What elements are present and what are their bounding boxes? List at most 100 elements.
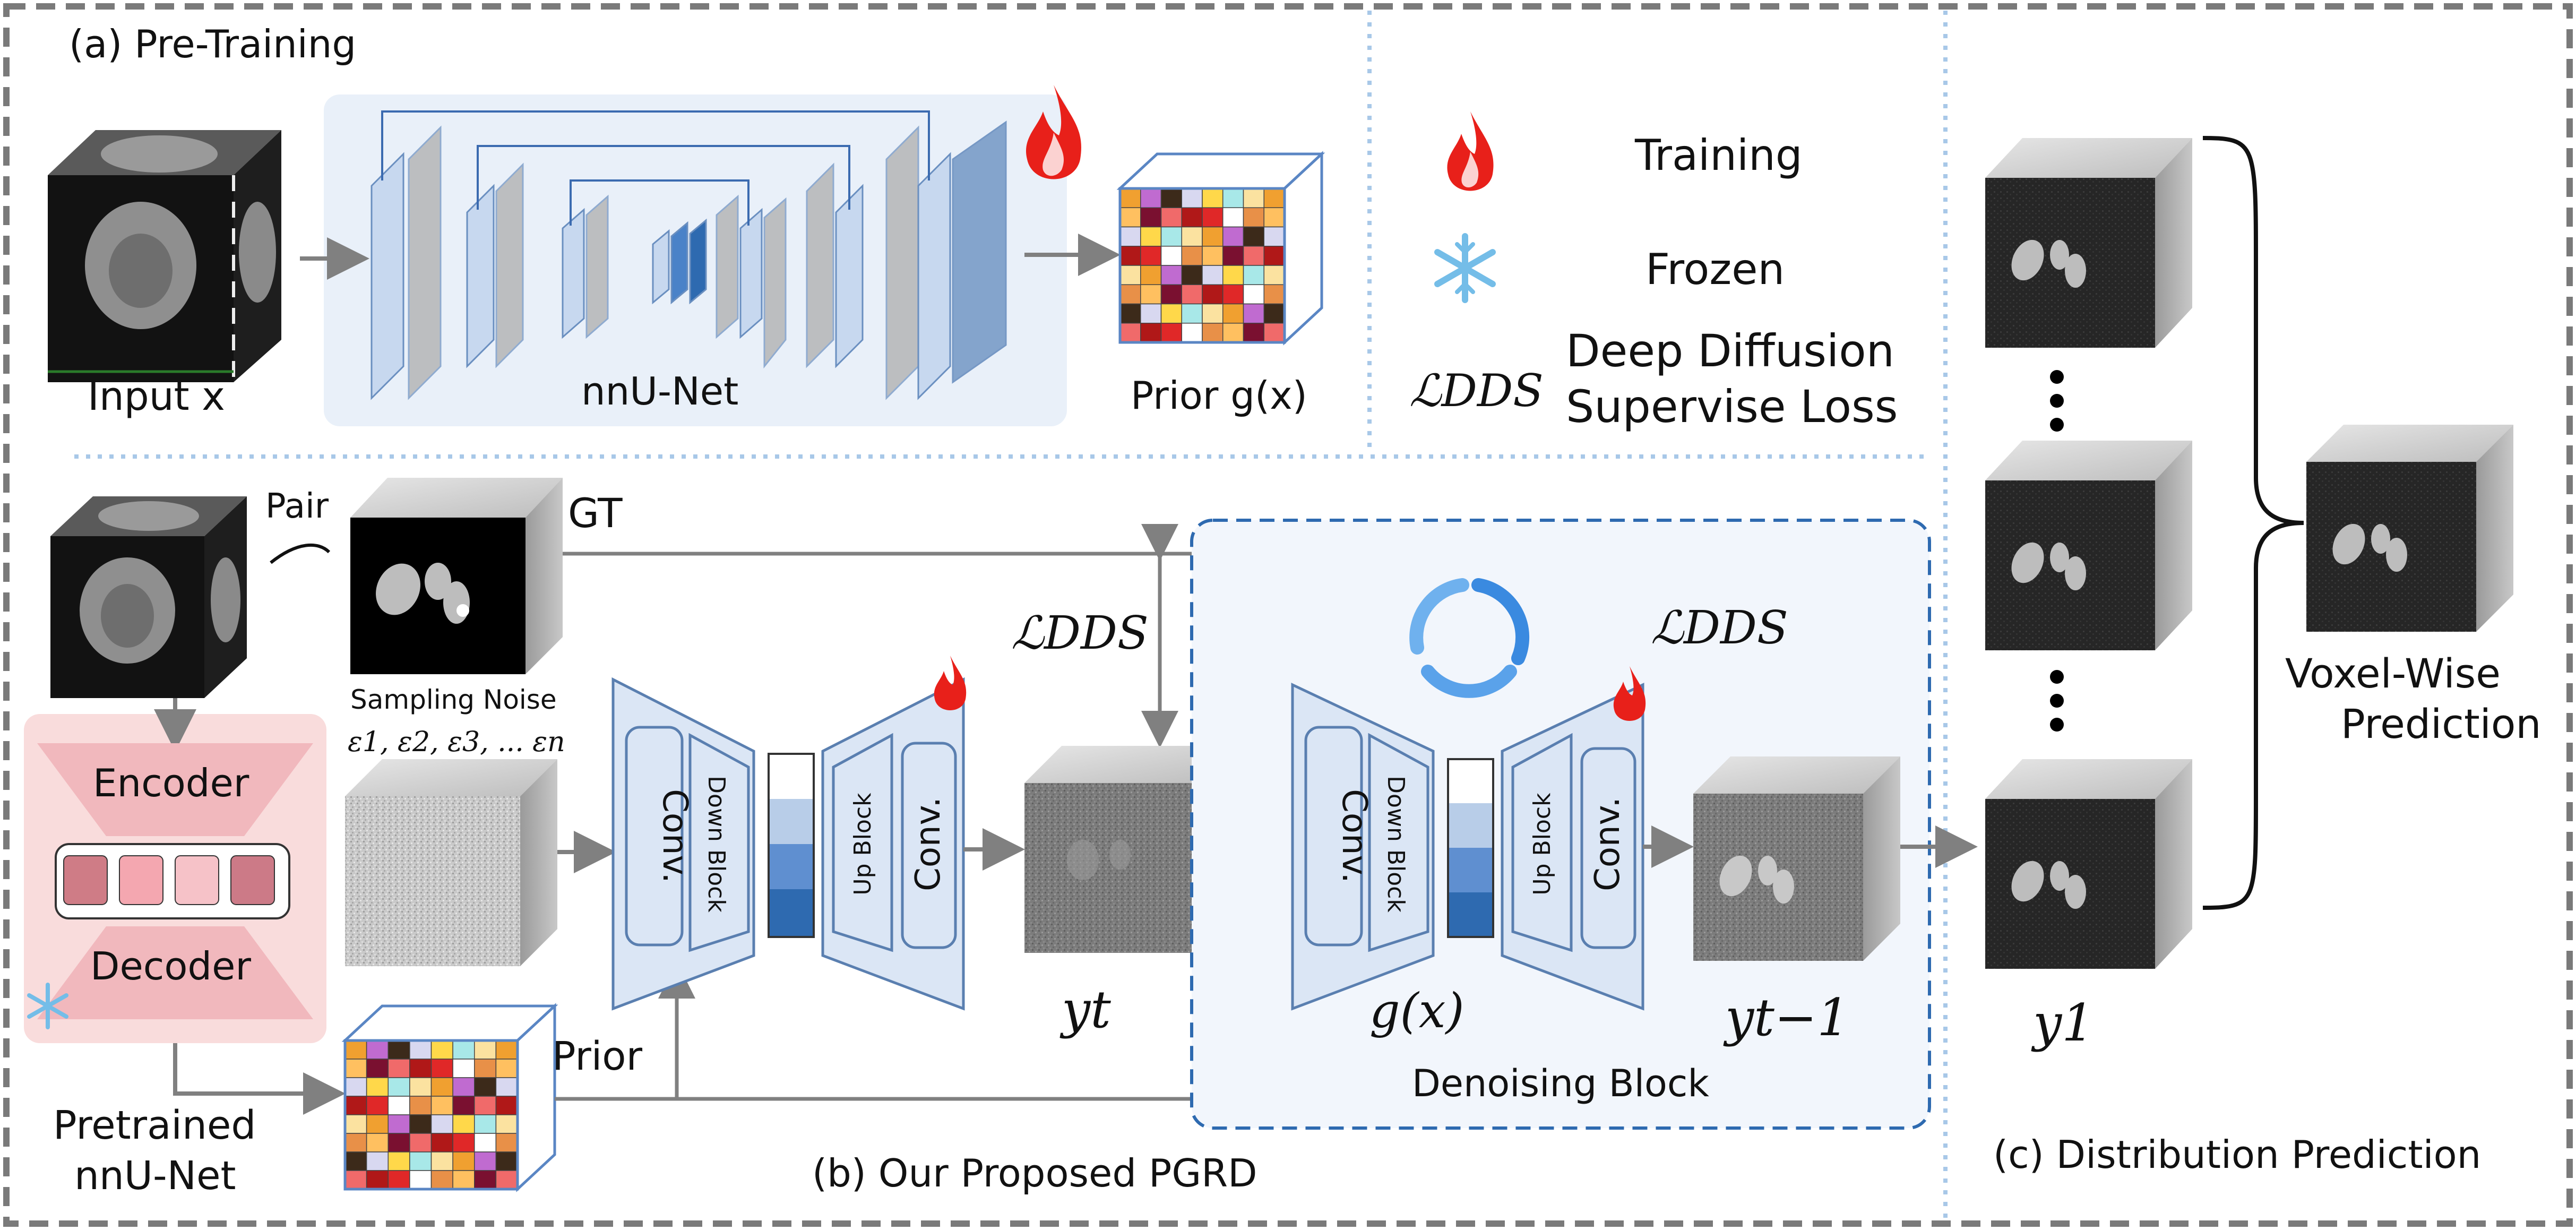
ellipsis-dot [2050, 418, 2064, 432]
prior-grid-cell [1181, 323, 1203, 343]
prior-grid-cell [1160, 323, 1182, 343]
prior-grid-cell [366, 1133, 389, 1152]
pretrained-line1: Pretrained [53, 1103, 256, 1148]
prior-grid-cell [1202, 323, 1224, 343]
pair-connector [270, 543, 331, 564]
y1-label: y1 [2031, 993, 2094, 1053]
prior-grid-cell [474, 1151, 497, 1171]
decoder-label: Decoder [90, 944, 251, 988]
prior-grid-cell [366, 1096, 389, 1115]
prior-grid-cell [1140, 303, 1162, 324]
legend-loss-line2: Supervise Loss [1566, 381, 1898, 433]
prior-grid-cell [474, 1059, 497, 1078]
snowflake-icon [1434, 233, 1496, 303]
sample-cube-middle [1985, 441, 2192, 650]
prior-grid-cell [344, 1133, 367, 1152]
flame-icon [934, 656, 967, 710]
prior-grid-cell [387, 1059, 410, 1078]
latent-cell [175, 855, 219, 905]
prior-grid-cell [495, 1114, 518, 1134]
loss-right-label: ℒDDS [1651, 601, 1788, 655]
prior-grid-cell [495, 1151, 518, 1171]
prior-grid-cell [1243, 323, 1264, 343]
nnunet-architecture [371, 121, 1007, 400]
prior-grid-cell [344, 1040, 367, 1060]
prior-grid-cell [1202, 226, 1224, 247]
flame-icon [1447, 111, 1494, 191]
prior-grid-cell [430, 1077, 453, 1097]
prior-grid-cell [366, 1077, 389, 1097]
prior-grid-cell [1222, 303, 1244, 324]
prior-grid-cell [1202, 284, 1224, 305]
prior-grid-cell [1222, 323, 1244, 343]
prior-grid-cell [1222, 246, 1244, 266]
prior-grid-cell [452, 1151, 475, 1171]
up-block-label: Up Block [1529, 793, 1556, 896]
prior-grid-cell [1263, 323, 1285, 343]
prior-grid-cell [452, 1059, 475, 1078]
prior-grid-cell [1119, 226, 1141, 247]
prior-grid-cell [1119, 246, 1141, 266]
pair-label: Pair [265, 487, 329, 526]
sample-cube-top [1985, 138, 2192, 348]
prior-grid-cell [409, 1040, 432, 1060]
prior-grid-cell [1160, 226, 1182, 247]
input-label: Input x [88, 374, 225, 419]
prior-grid-cell [474, 1077, 497, 1097]
prior-grid-cell [1181, 207, 1203, 228]
legend-loss-symbol: ℒDDS [1409, 365, 1544, 417]
prior-grid-cell [1119, 323, 1141, 343]
prior-grid-cell [1263, 188, 1285, 208]
prior-grid-cell [344, 1151, 367, 1171]
prior-grid-cell [366, 1114, 389, 1134]
prior-grid-cell [387, 1077, 410, 1097]
prior-grid-cell [1263, 207, 1285, 228]
prior-grid-cell [1222, 265, 1244, 285]
prior-grid-cell [452, 1077, 475, 1097]
ellipsis-dot [2050, 394, 2064, 408]
prior-grid-cell [1243, 303, 1264, 324]
prior-grid-cell [366, 1170, 389, 1190]
prior-grid-cell [1243, 265, 1264, 285]
conv-label: Conv. [1588, 797, 1627, 891]
prior-grid-cell [1160, 207, 1182, 228]
prior-grid-cell [1202, 303, 1224, 324]
prior-grid-cell [1160, 188, 1182, 208]
prior-grid-cell [1222, 284, 1244, 305]
ellipsis-dot [2050, 670, 2064, 684]
prior-grid-cell [452, 1040, 475, 1060]
prior-grid-cell [452, 1114, 475, 1134]
prior-grid-cell [474, 1096, 497, 1115]
prior-grid-cell [430, 1170, 453, 1190]
prior-grid-cell [1243, 226, 1264, 247]
loss-left-label: ℒDDS [1011, 607, 1149, 660]
prior-grid-cell [344, 1114, 367, 1134]
prior-grid-cell [409, 1114, 432, 1134]
prior-grid-cell [1181, 284, 1203, 305]
prior-grid-cell [1263, 284, 1285, 305]
yt-label: yt [1059, 980, 1111, 1039]
prior-grid-cell [387, 1040, 410, 1060]
prior-grid-cell [1263, 246, 1285, 266]
pretraining-title: (a) Pre-Training [69, 22, 356, 66]
prior-grid-cell [474, 1170, 497, 1190]
conv-label: Conv. [909, 797, 948, 891]
voxel-prediction-cube [2306, 425, 2513, 632]
prior-grid-cell [1119, 188, 1141, 208]
encoder-label: Encoder [93, 761, 249, 805]
prior-grid-cell [344, 1059, 367, 1078]
legend-training: Training [1634, 131, 1803, 180]
prior-grid-cell [1181, 265, 1203, 285]
prior-grid-cell [430, 1040, 453, 1060]
prior-grid-cell [430, 1059, 453, 1078]
prior-grid-cell [1140, 207, 1162, 228]
prior-grid-cell [474, 1114, 497, 1134]
prior-grid-cell [495, 1077, 518, 1097]
prior-grid-cell [495, 1170, 518, 1190]
prior-grid-cell [452, 1170, 475, 1190]
prior-grid-cell [344, 1096, 367, 1115]
prior-grid-cell [409, 1170, 432, 1190]
prior-grid-cell [1160, 303, 1182, 324]
gx-label: g(x) [1369, 983, 1464, 1039]
